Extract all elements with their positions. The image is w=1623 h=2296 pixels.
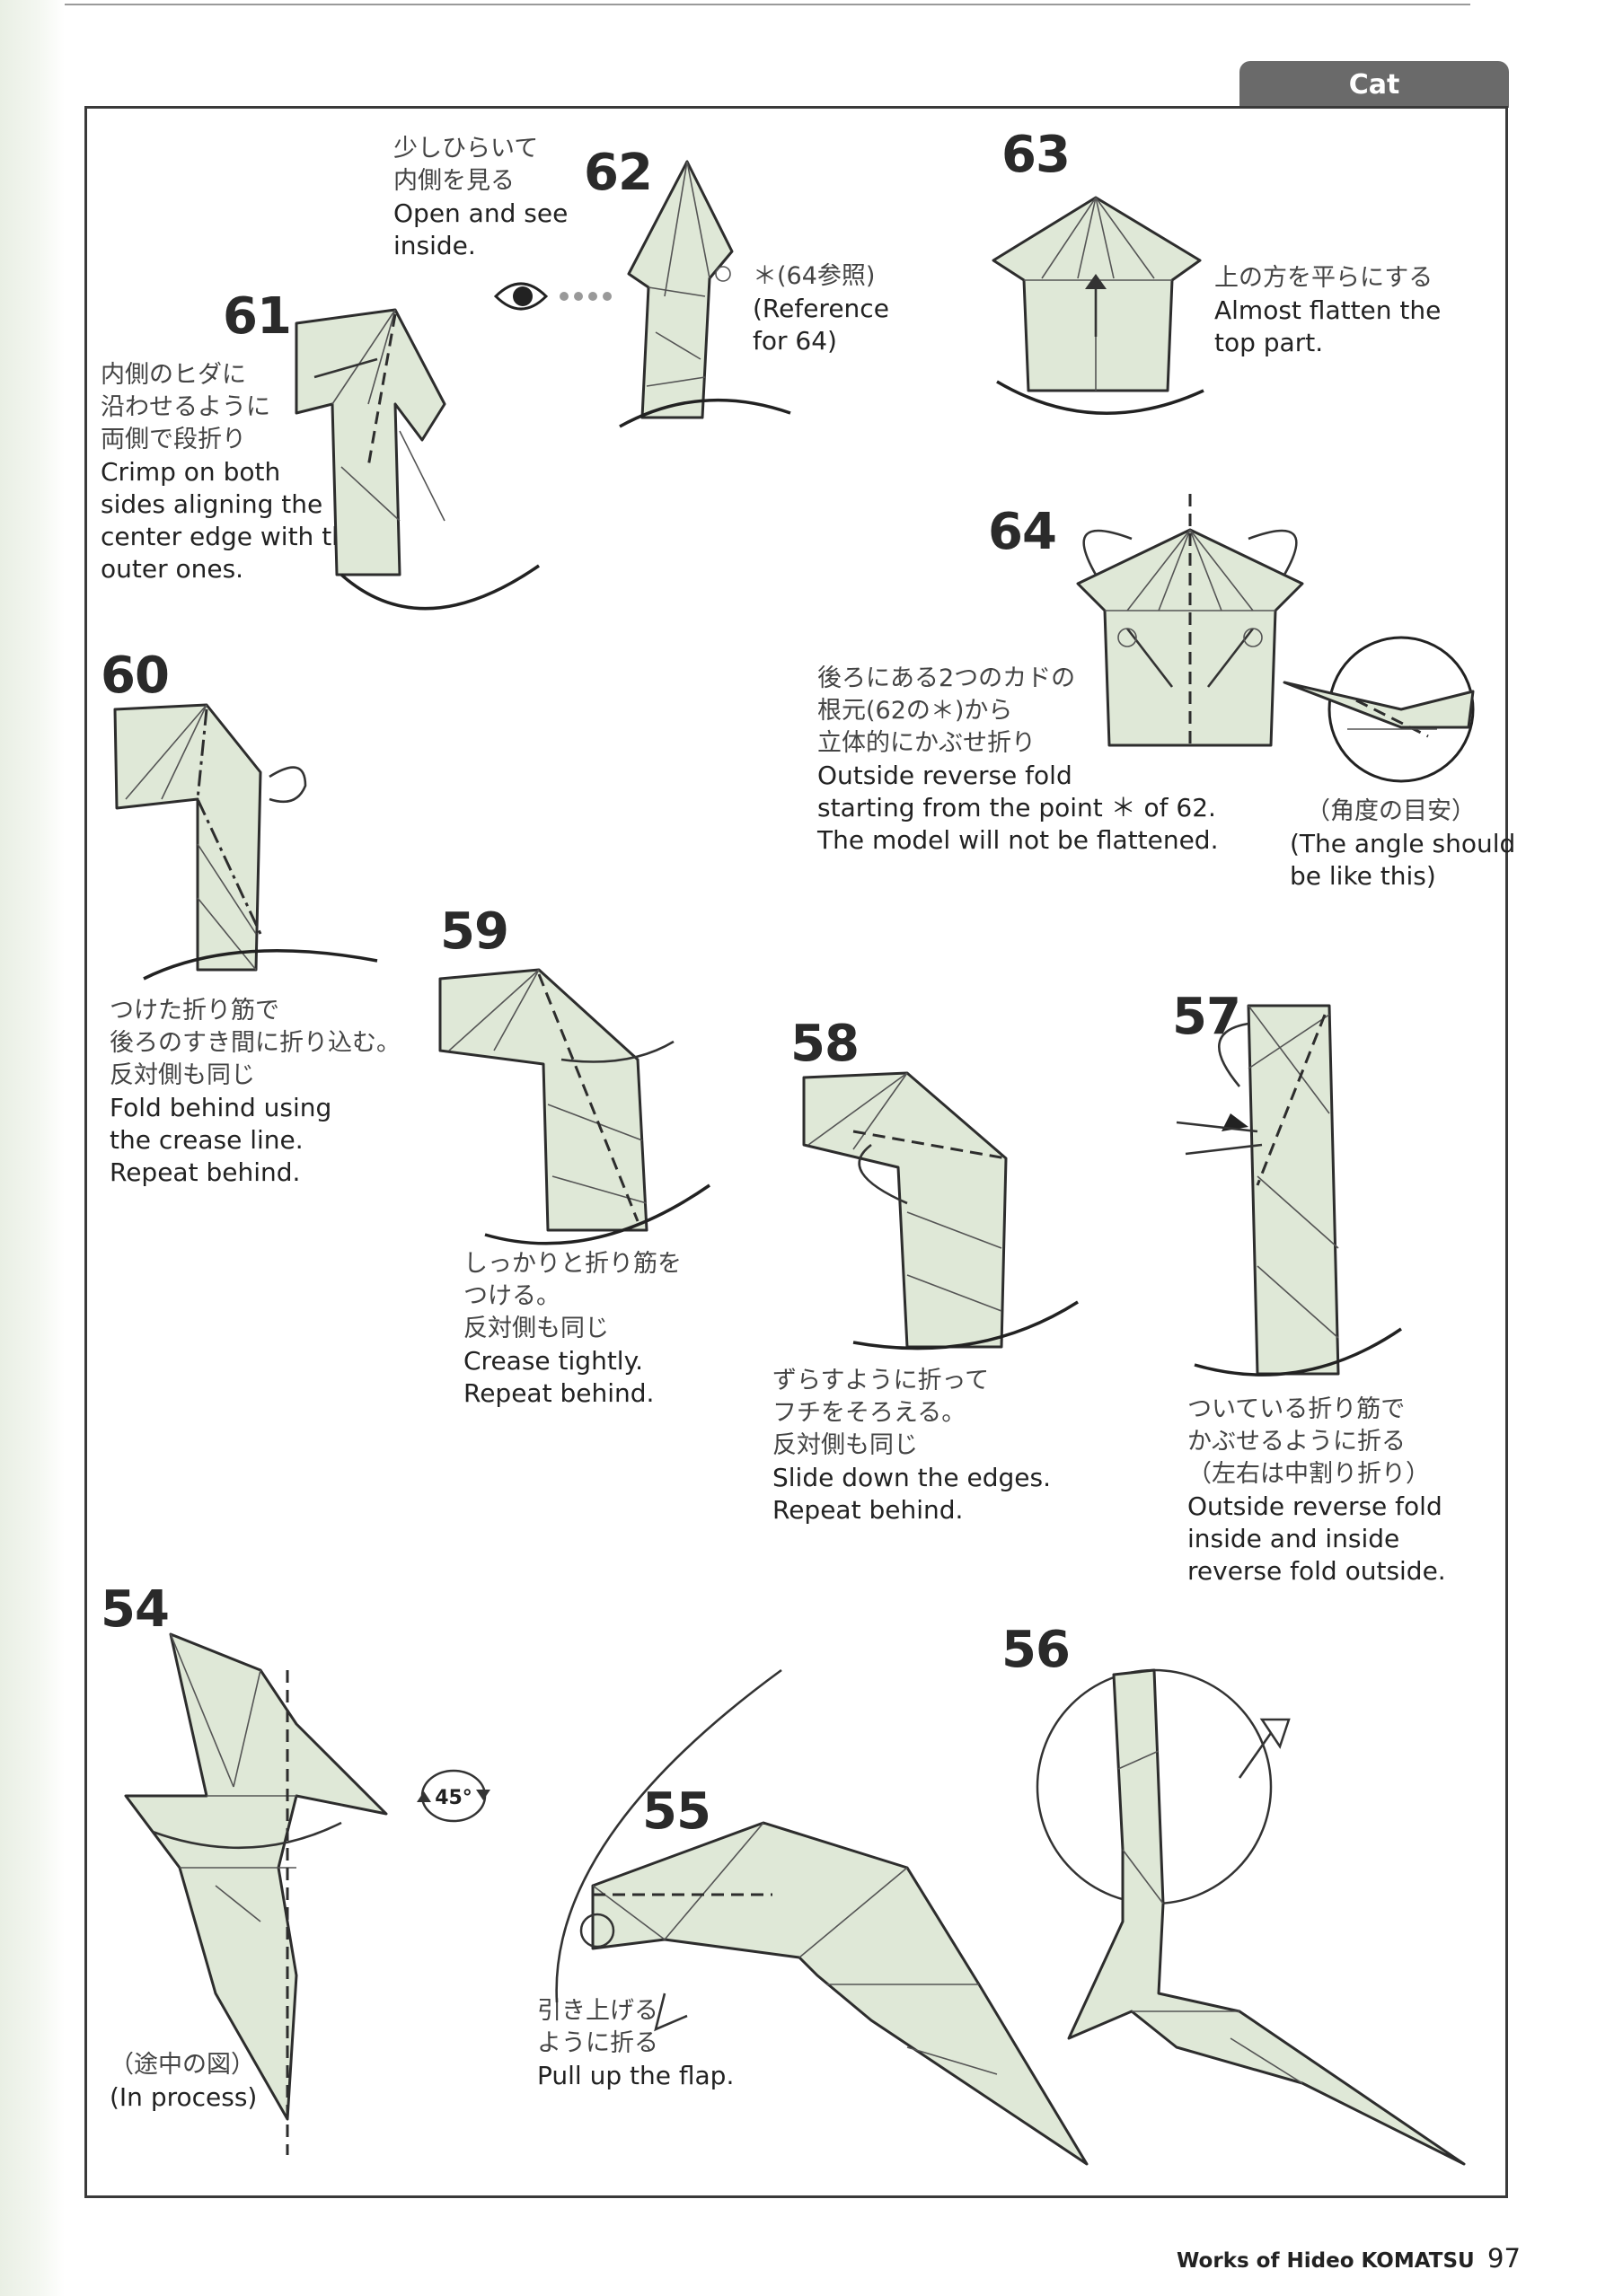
step-number-62: 62 xyxy=(584,144,653,202)
step-54-en-1: (In process) xyxy=(110,2082,258,2112)
step-number-56: 56 xyxy=(1001,1621,1071,1679)
step-58-ja-1: ずらすように折って xyxy=(772,1367,990,1394)
footer-credit: Works of Hideo KOMATSU xyxy=(1177,2249,1475,2273)
step-59-ja-3: 反対側も同じ xyxy=(463,1315,609,1342)
step-61-en-3: center edge with the xyxy=(101,522,364,551)
step-64-note-en-1: (The angle should xyxy=(1290,829,1516,858)
step-59-diagram xyxy=(438,968,710,1245)
step-59-caption: しっかりと折り筋を つける。 反対側も同じ Crease tightly. Re… xyxy=(463,1248,682,1410)
step-62-en-2: inside. xyxy=(393,231,476,260)
step-58-caption: ずらすように折って フチをそろえる。 反対側も同じ Slide down the… xyxy=(772,1365,1051,1526)
step-58-diagram xyxy=(802,1071,1079,1350)
step-62-ja-1: 少しひらいて xyxy=(393,135,539,163)
step-60-diagram xyxy=(113,703,378,981)
step-64-note-en-2: be like this) xyxy=(1290,861,1436,891)
diagram-frame xyxy=(84,106,1508,2198)
step-56-diagram xyxy=(1036,1668,1466,2166)
step-58-ja-2: フチをそろえる。 xyxy=(772,1399,966,1427)
step-57-en-1: Outside reverse fold xyxy=(1187,1491,1442,1521)
step-64-ja-1: 後ろにある2つのカドの xyxy=(817,664,1076,692)
step-60-caption: つけた折り筋で 後ろのすき間に折り込む。 反対側も同じ Fold behind … xyxy=(110,995,401,1189)
step-57-ja-3: （左右は中割り折り） xyxy=(1187,1460,1430,1488)
step-60-en-1: Fold behind using xyxy=(110,1093,332,1122)
step-59-en-2: Repeat behind. xyxy=(463,1378,655,1408)
step-60-ja-1: つけた折り筋で xyxy=(110,997,279,1025)
top-rule xyxy=(65,4,1470,5)
page-number: 97 xyxy=(1487,2243,1521,2274)
section-tab: Cat xyxy=(1239,61,1509,108)
step-60-ja-2: 後ろのすき間に折り込む。 xyxy=(110,1029,401,1057)
step-number-60: 60 xyxy=(101,647,170,705)
step-57-ja-2: かぶせるように折る xyxy=(1187,1428,1406,1456)
step-57-en-2: inside and inside xyxy=(1187,1524,1400,1553)
step-57-caption: ついている折り筋で かぶせるように折る （左右は中割り折り） Outside r… xyxy=(1187,1394,1446,1588)
step-55-diagram xyxy=(555,1668,1089,2166)
step-64-en-3: The model will not be flattened. xyxy=(817,825,1219,855)
step-number-59: 59 xyxy=(440,902,509,961)
step-58-en-2: Repeat behind. xyxy=(772,1495,964,1525)
step-64-diagram xyxy=(1076,494,1304,747)
step-64-en-2: starting from the point ＊ of 62. xyxy=(817,793,1216,823)
step-64-angle-note: （角度の目安） (The angle should be like this) xyxy=(1290,796,1515,893)
step-number-64: 64 xyxy=(988,503,1057,561)
step-55-en-1: Pull up the flap. xyxy=(537,2061,735,2090)
step-64-note-ja: （角度の目安） xyxy=(1306,797,1476,825)
step-54-ja-1: （途中の図） xyxy=(110,2051,255,2079)
step-62-en-1: Open and see xyxy=(393,198,569,228)
step-57-ja-1: ついている折り筋で xyxy=(1187,1395,1406,1423)
step-62-caption: 少しひらいて 内側を見る Open and see inside. xyxy=(393,133,568,262)
step-64-caption: 後ろにある2つのカドの 根元(62の＊)から 立体的にかぶせ折り Outside… xyxy=(817,663,1218,857)
step-61-en-2: sides aligning the xyxy=(101,489,323,519)
step-62-reference-note: ＊(64参照) (Reference for 64) xyxy=(753,260,889,357)
step-58-en-1: Slide down the edges. xyxy=(772,1463,1052,1492)
step-61-ja-3: 両側で段折り xyxy=(101,426,246,453)
step-55-caption: 引き上げる ように折る Pull up the flap. xyxy=(537,1995,734,2092)
rotate-45-icon: 45° xyxy=(417,1769,490,1823)
step-58-ja-3: 反対側も同じ xyxy=(772,1431,918,1459)
step-60-en-2: the crease line. xyxy=(110,1125,304,1155)
step-61-en-4: outer ones. xyxy=(101,554,244,584)
step-54-caption: （途中の図） (In process) xyxy=(110,2049,257,2114)
step-60-en-3: Repeat behind. xyxy=(110,1157,301,1187)
step-63-en-2: top part. xyxy=(1214,328,1324,357)
step-61-diagram xyxy=(295,308,540,611)
step-64-ja-2: 根元(62の＊)から xyxy=(817,697,1013,725)
rotate-45-label: 45° xyxy=(435,1787,472,1809)
step-61-en-1: Crimp on both xyxy=(101,457,281,487)
step-60-ja-3: 反対側も同じ xyxy=(110,1061,255,1089)
step-63-diagram xyxy=(992,196,1204,415)
step-61-ja-2: 沿わせるように xyxy=(101,393,270,421)
step-61-caption: 内側のヒダに 沿わせるように 両側で段折り Crimp on both side… xyxy=(101,359,363,585)
step-61-ja-1: 内側のヒダに xyxy=(101,361,246,389)
step-62-note-en-2: for 64) xyxy=(753,326,837,356)
step-57-diagram xyxy=(1176,1004,1402,1377)
step-number-61: 61 xyxy=(223,287,292,346)
step-number-55: 55 xyxy=(642,1782,711,1841)
step-55-ja-2: ように折る xyxy=(537,2029,658,2057)
step-63-caption: 上の方を平らにする Almost flatten the top part. xyxy=(1214,262,1441,359)
page-edge xyxy=(0,0,65,2296)
step-number-63: 63 xyxy=(1001,126,1071,184)
step-62-note-ja: ＊(64参照) xyxy=(753,262,876,290)
step-59-ja-1: しっかりと折り筋を xyxy=(463,1250,682,1278)
step-57-en-3: reverse fold outside. xyxy=(1187,1556,1446,1586)
step-number-54: 54 xyxy=(101,1580,170,1639)
step-number-57: 57 xyxy=(1172,988,1241,1046)
step-62-diagram xyxy=(493,160,791,428)
step-62-ja-2: 内側を見る xyxy=(393,167,515,195)
step-54-diagram xyxy=(124,1632,388,2155)
step-62-note-en-1: (Reference xyxy=(753,294,889,323)
step-64-angle-inset xyxy=(1283,636,1475,783)
step-64-en-1: Outside reverse fold xyxy=(817,761,1072,790)
step-64-ja-3: 立体的にかぶせ折り xyxy=(817,729,1036,757)
step-63-en-1: Almost flatten the xyxy=(1214,295,1442,325)
step-59-en-1: Crease tightly. xyxy=(463,1346,644,1376)
step-63-ja-1: 上の方を平らにする xyxy=(1214,264,1433,292)
step-59-ja-2: つける。 xyxy=(463,1282,560,1310)
step-number-58: 58 xyxy=(790,1015,860,1073)
eye-icon xyxy=(493,282,612,311)
